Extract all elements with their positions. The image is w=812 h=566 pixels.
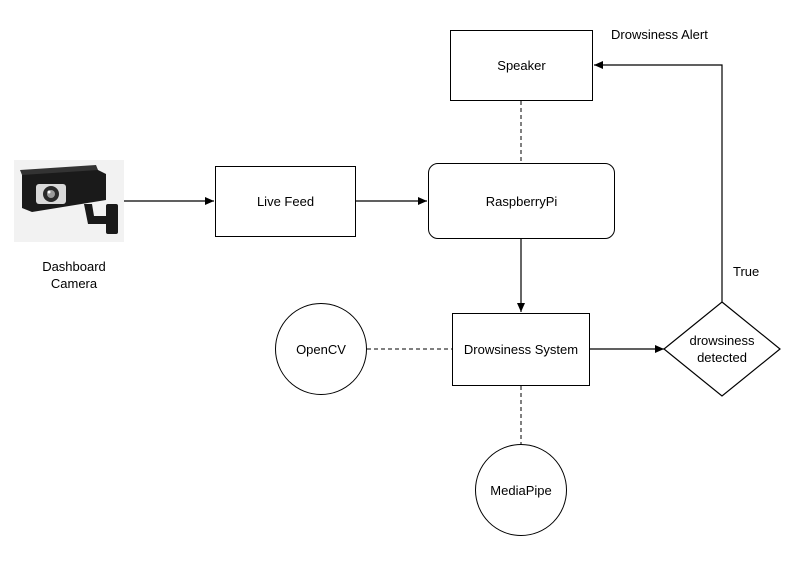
mediapipe-node: MediaPipe [475, 444, 567, 536]
decision-label-line-1: drowsiness [689, 333, 755, 348]
drowsiness-alert-label: Drowsiness Alert [611, 27, 708, 42]
speaker-node: Speaker [450, 30, 593, 101]
mediapipe-label: MediaPipe [490, 482, 552, 498]
camera-label-line-1: Dashboard [42, 259, 106, 274]
drowsiness-system-label: Drowsiness System [463, 342, 579, 357]
camera-label-line-2: Camera [50, 276, 98, 291]
speaker-label: Speaker [497, 58, 546, 73]
dashboard-camera-image [14, 160, 124, 242]
decision-label: drowsiness detected [672, 332, 772, 366]
opencv-node: OpenCV [275, 303, 367, 395]
decision-diamond [663, 301, 781, 397]
camera-label: Dashboard Camera [34, 258, 114, 292]
opencv-label: OpenCV [296, 341, 346, 357]
camera-icon [20, 165, 118, 234]
raspberrypi-node: RaspberryPi [428, 163, 615, 239]
raspberrypi-label: RaspberryPi [485, 193, 558, 209]
true-branch-label: True [733, 264, 760, 279]
live-feed-node: Live Feed [215, 166, 356, 237]
live-feed-label: Live Feed [256, 194, 315, 209]
decision-label-line-2: detected [697, 350, 747, 365]
drowsiness-system-node: Drowsiness System [452, 313, 590, 386]
edge-decision-to-speaker [594, 61, 723, 302]
